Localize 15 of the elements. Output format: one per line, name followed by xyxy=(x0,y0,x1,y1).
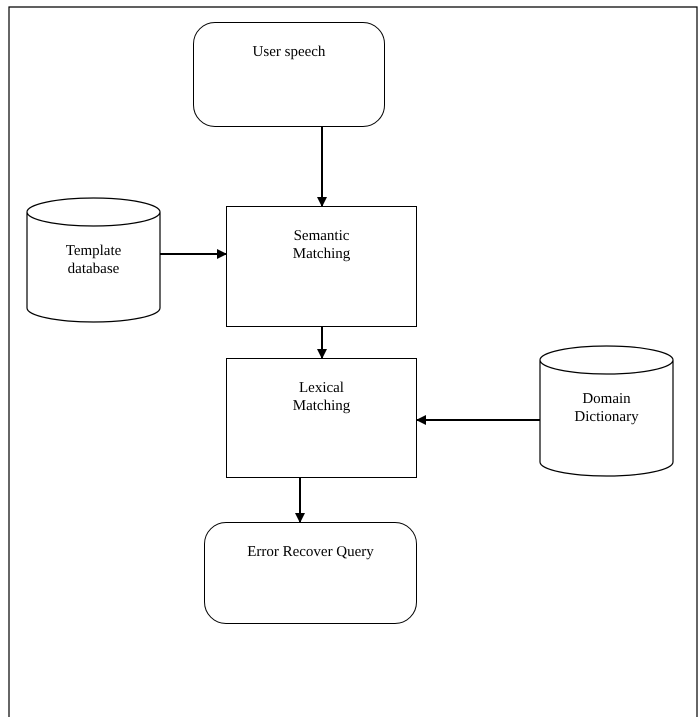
terminal-box xyxy=(204,522,417,624)
process-box xyxy=(226,206,417,327)
node-text: Domain Dictionary xyxy=(573,390,640,426)
arrow xyxy=(160,249,227,259)
node-text: Semantic Matching xyxy=(292,227,352,263)
node-text: Error Recover Query xyxy=(247,543,374,561)
arrow xyxy=(295,478,305,523)
arrow xyxy=(317,127,327,207)
node-text: User speech xyxy=(252,43,326,61)
arrow xyxy=(317,327,327,359)
arrow xyxy=(416,415,540,425)
process-box xyxy=(226,358,417,478)
node-text: Template database xyxy=(64,242,122,278)
terminal-box xyxy=(193,22,385,127)
node-text: Lexical Matching xyxy=(292,379,352,415)
